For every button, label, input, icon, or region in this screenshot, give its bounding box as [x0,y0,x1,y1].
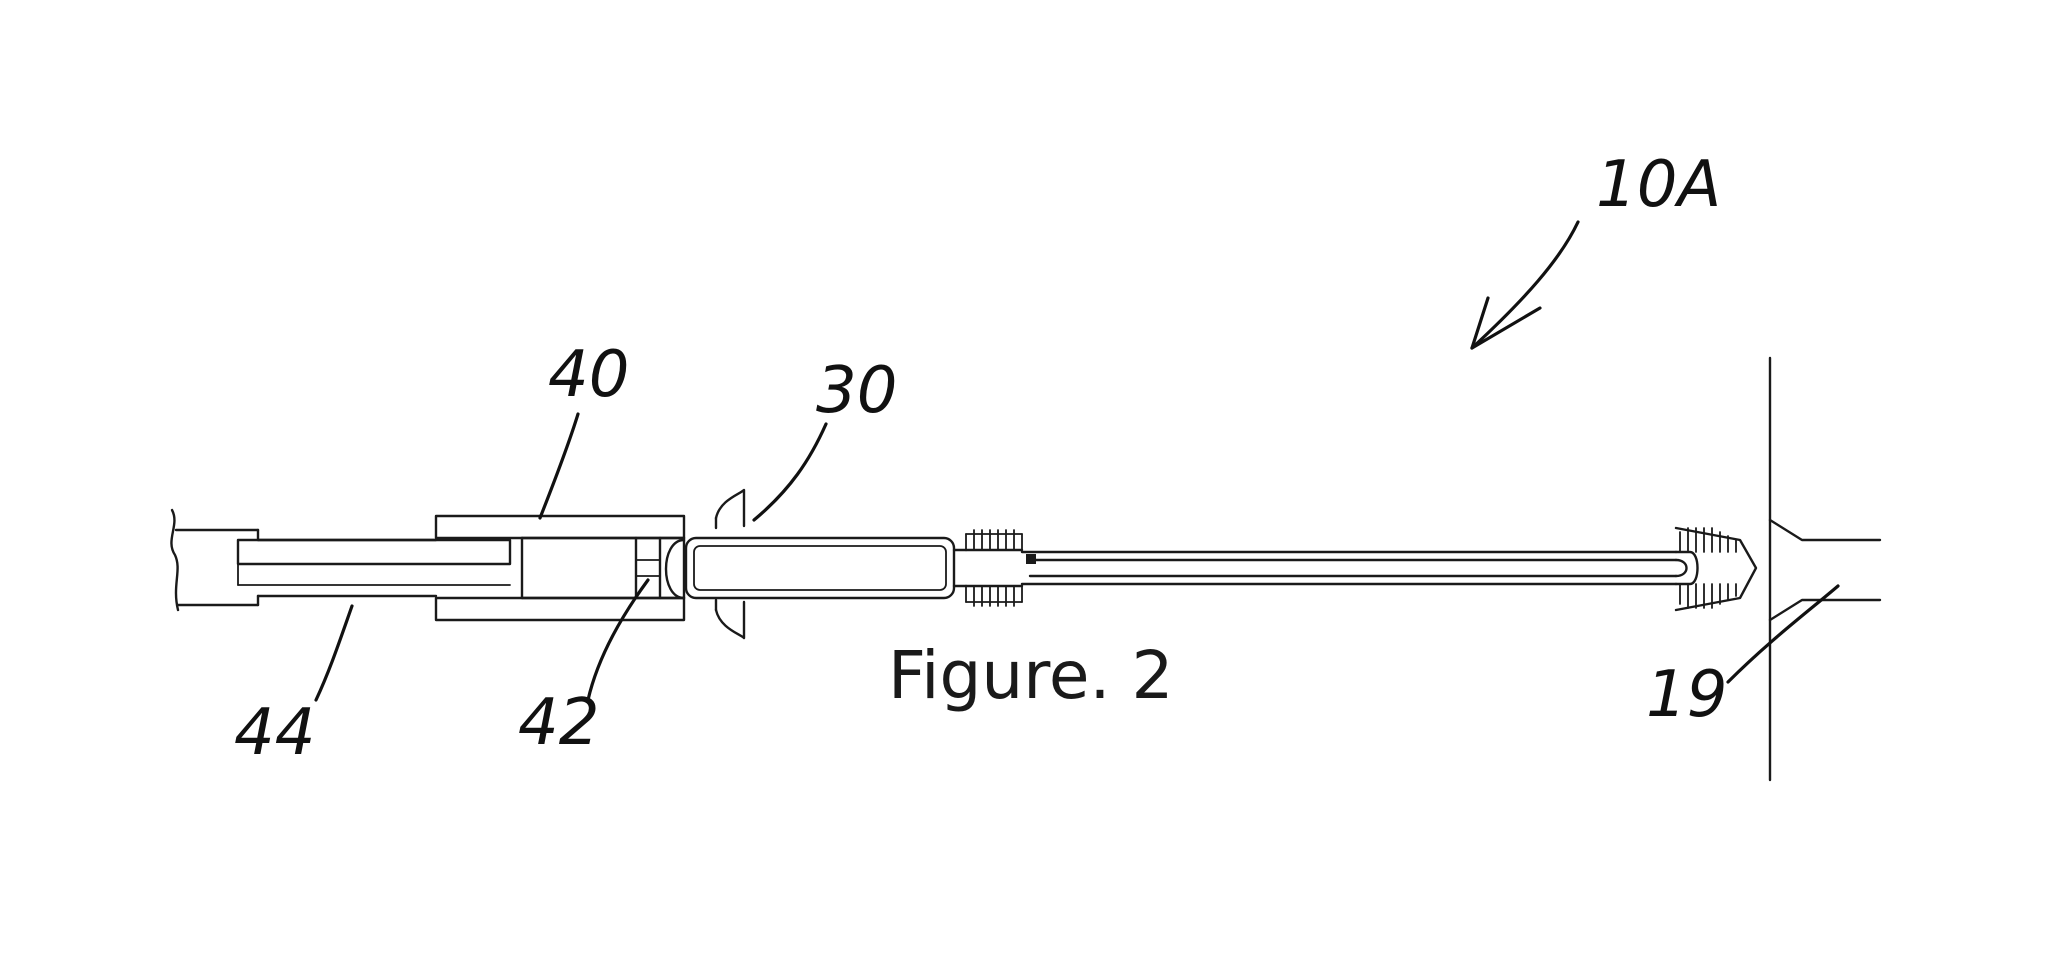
instrument-shaft [170,508,512,612]
leader-44 [314,604,354,702]
leader-19 [1726,584,1840,684]
right-ribbed-tip [1674,526,1758,612]
left-ribs [952,529,1024,607]
leader-30 [752,422,828,522]
leader-42 [586,578,650,702]
label-40: 40 [548,338,629,412]
label-10a: 10A [1596,148,1721,222]
thin-shaft [1020,550,1678,586]
leader-40 [538,412,580,520]
wall-surface [1768,356,1882,782]
leader-10a [1470,220,1580,350]
label-30: 30 [816,354,897,428]
sleeve-collar [434,514,686,622]
barrel-body [684,536,956,600]
flange [714,488,746,640]
retainer-clip [634,536,686,600]
label-42: 42 [518,686,599,760]
arrowhead-10a [1470,296,1542,350]
label-19: 19 [1646,658,1727,732]
label-44: 44 [234,696,315,770]
leader-lines [314,220,1840,702]
figure-caption: Figure. 2 [888,637,1173,714]
